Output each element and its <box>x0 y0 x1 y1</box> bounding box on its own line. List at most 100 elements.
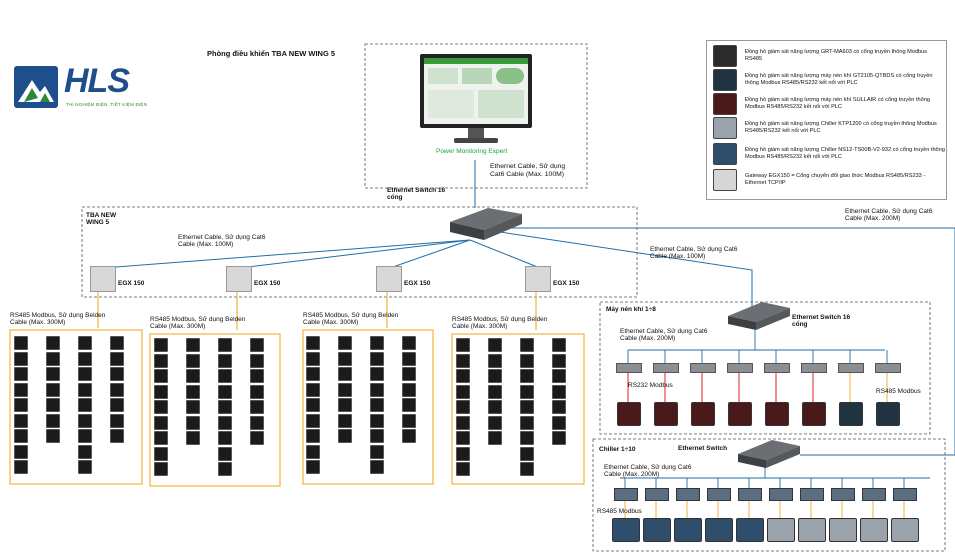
power-meter-icon <box>154 338 168 352</box>
gateway-2-label: EGX 150 <box>254 280 281 287</box>
compressor-group-title: Máy nén khí 1÷8 <box>606 306 656 313</box>
gateway-1-bus-label: RS485 Modbus, Sử dụng Belden Cable (Max.… <box>10 312 106 327</box>
legend-item-text: Gateway EGX150 = Cổng chuyển đổi giao th… <box>745 173 926 186</box>
chiller-plc-icon <box>614 488 638 501</box>
power-meter-icon <box>154 369 168 383</box>
chiller-plc-icon <box>893 488 917 501</box>
power-meter-icon <box>456 338 470 352</box>
legend-item-text: Đồng hồ giám sát năng lượng máy nén khí … <box>745 97 930 110</box>
gateway-3-label: EGX 150 <box>404 280 431 287</box>
legend-item-text: Đồng hồ giám sát năng lượng Chiller NS12… <box>745 147 945 160</box>
chiller-ktp1200-icon <box>713 117 737 139</box>
power-meter-icon <box>456 353 470 368</box>
power-meter-icon <box>78 398 92 412</box>
power-meter-icon <box>218 415 232 430</box>
power-meter-icon <box>520 415 534 430</box>
power-meter-icon <box>250 369 264 383</box>
power-meter-icon <box>218 338 232 352</box>
power-meter-icon <box>186 415 200 430</box>
power-meter-icon <box>552 369 566 383</box>
power-meter-icon <box>552 384 566 399</box>
power-meter-icon <box>456 446 470 461</box>
power-meter-icon <box>186 338 200 352</box>
power-meter-icon <box>306 460 320 474</box>
gateway-4-label: EGX 150 <box>553 280 580 287</box>
power-meter-icon <box>488 338 502 352</box>
power-meter-icon <box>14 444 28 459</box>
power-meter-icon <box>488 353 502 368</box>
gateway-3 <box>376 266 402 292</box>
power-meter-icon <box>46 336 60 350</box>
power-meter-icon <box>306 398 320 412</box>
power-meter-icon <box>78 351 92 366</box>
power-meter-icon <box>186 431 200 445</box>
power-meter-icon <box>14 398 28 412</box>
power-meter-icon <box>402 413 416 428</box>
power-meter-icon <box>78 429 92 443</box>
power-meter-icon <box>456 369 470 383</box>
power-meter-icon <box>110 351 124 366</box>
power-meter-icon <box>250 400 264 414</box>
gateway-2 <box>226 266 252 292</box>
power-meter-icon <box>110 336 124 350</box>
chiller-ktp1200-icon <box>767 518 795 542</box>
power-meter-icon <box>338 413 352 428</box>
chiller-plc-icon <box>769 488 793 501</box>
power-meter-icon <box>218 369 232 383</box>
power-meter-icon <box>402 336 416 350</box>
compressor-sullair-icon <box>765 402 789 426</box>
power-meter-icon <box>46 367 60 381</box>
power-meter-icon <box>154 353 168 368</box>
power-meter-icon <box>154 384 168 399</box>
power-meter-icon <box>338 429 352 443</box>
compressor-plc-icon <box>727 363 753 373</box>
power-meter-icon <box>370 382 384 397</box>
compressor-cable-label: Ethernet Cable, Sử dụng Cat6 Cable (Max.… <box>620 328 708 343</box>
power-meter-icon <box>402 351 416 366</box>
power-meter-icon <box>78 336 92 350</box>
power-meter-icon <box>250 338 264 352</box>
software-label: Power Monitoring Expert <box>436 148 508 155</box>
chiller-plc-icon <box>862 488 886 501</box>
gateway-1-label: EGX 150 <box>118 280 145 287</box>
power-meter-icon <box>46 351 60 366</box>
power-meter-icon <box>520 400 534 414</box>
power-meter-icon <box>552 400 566 414</box>
chiller-plc-icon <box>676 488 700 501</box>
power-meter-icon <box>306 444 320 459</box>
power-meter-icon <box>370 351 384 366</box>
chiller-plc-icon <box>831 488 855 501</box>
power-meter-icon <box>370 429 384 443</box>
power-meter-icon <box>552 431 566 445</box>
power-meter-icon <box>402 382 416 397</box>
monitor-screen <box>424 58 528 124</box>
power-meter-icon <box>110 398 124 412</box>
power-meter-icon <box>218 353 232 368</box>
compressor-plc-icon <box>875 363 901 373</box>
compressor-plc-icon <box>616 363 642 373</box>
power-meter-icon <box>552 415 566 430</box>
power-meter-icon <box>402 367 416 381</box>
chiller-ns12-icon <box>612 518 640 542</box>
compressor-rs485-label: RS485 Modbus <box>876 388 921 395</box>
power-meter-icon <box>14 413 28 428</box>
power-meter-icon <box>78 460 92 474</box>
legend-item: Đồng hồ giám sát năng lượng Chiller KTP1… <box>713 117 945 139</box>
power-meter-icon <box>402 429 416 443</box>
power-meter-icon <box>46 382 60 397</box>
monitor <box>420 54 532 146</box>
power-meter-icon <box>306 382 320 397</box>
chiller-ns12-icon <box>674 518 702 542</box>
meter-grt-icon <box>713 45 737 67</box>
substation-cable-label: Ethernet Cable, Sử dụng Cat6 Cable (Max.… <box>178 234 266 249</box>
company-logo: HLS THÍ NGHIỆM ĐIỆN, TIẾT KIỆM ĐIỆN <box>14 62 164 110</box>
logo-mountain-icon <box>14 66 58 108</box>
power-meter-icon <box>306 351 320 366</box>
power-meter-icon <box>250 431 264 445</box>
power-meter-icon <box>250 415 264 430</box>
chiller-plc-icon <box>645 488 669 501</box>
power-meter-icon <box>456 431 470 445</box>
chiller-switch-label: Ethernet Switch <box>678 445 728 452</box>
power-meter-icon <box>488 369 502 383</box>
